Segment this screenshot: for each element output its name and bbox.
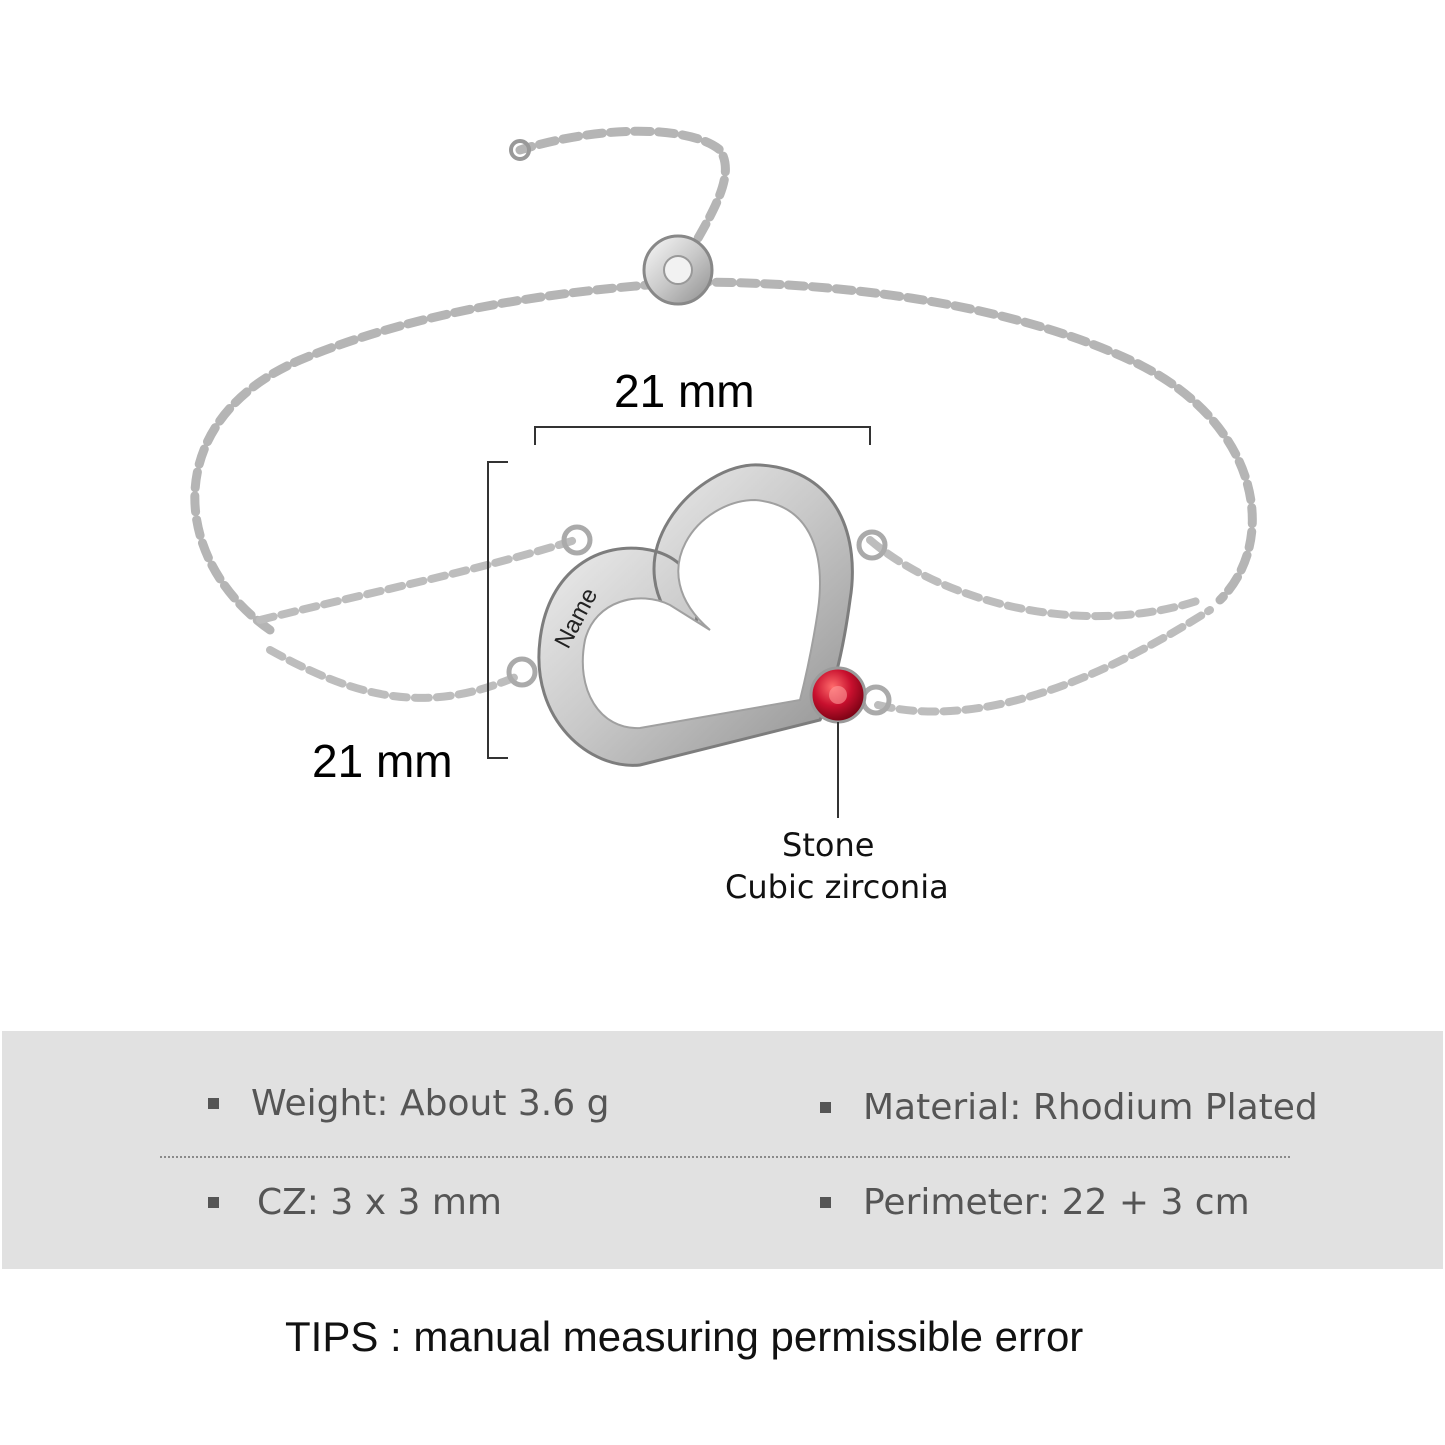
spec-weight: Weight: About 3.6 g [208,1083,609,1124]
width-dimension-label: 21 mm [614,365,755,417]
height-dimension-line [487,461,508,759]
spec-perimeter-text: Perimeter: 22 + 3 cm [863,1182,1250,1223]
birthstone [809,666,867,724]
bullet-icon [208,1197,219,1208]
stone-callout-type: Cubic zirconia [725,868,949,906]
inner-chains [256,536,1214,716]
clasp [509,139,714,306]
stone-callout-title: Stone [782,826,875,864]
spec-panel: Weight: About 3.6 g Material: Rhodium Pl… [2,1031,1443,1269]
spec-divider [160,1156,1290,1158]
bullet-icon [208,1098,219,1109]
bullet-icon [820,1197,831,1208]
spec-material: Material: Rhodium Plated [820,1087,1318,1128]
heart-pendant [506,463,892,767]
spec-material-text: Material: Rhodium Plated [863,1087,1318,1128]
bracelet-illustration: Name [190,126,1257,818]
bullet-icon [820,1102,831,1113]
spec-perimeter: Perimeter: 22 + 3 cm [820,1182,1250,1223]
width-dimension-line [534,426,871,445]
tips-note: TIPS : manual measuring permissible erro… [285,1313,1084,1360]
spec-weight-text: Weight: About 3.6 g [251,1083,610,1124]
height-dimension-label: 21 mm [312,735,453,787]
spec-cz-text: CZ: 3 x 3 mm [257,1182,502,1223]
spec-cz: CZ: 3 x 3 mm [208,1182,502,1223]
